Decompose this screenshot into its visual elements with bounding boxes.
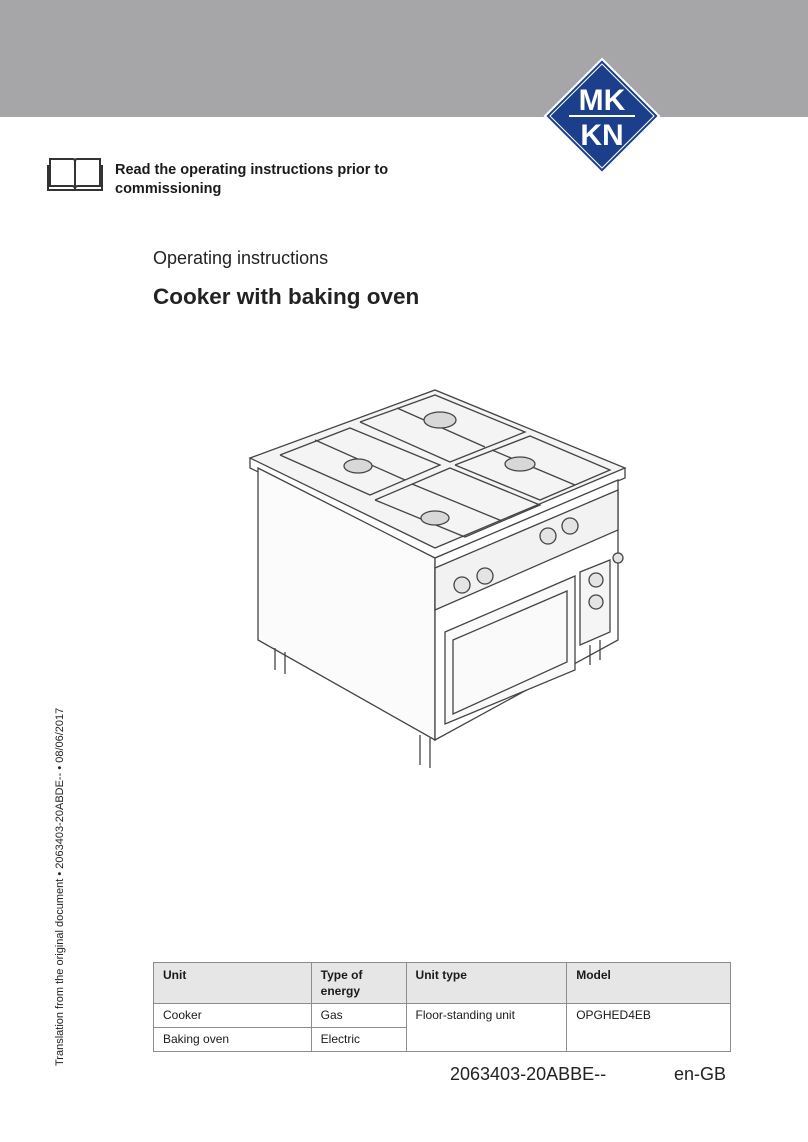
cell-unit: Baking oven — [153, 1027, 312, 1052]
translation-note: Translation from the original document •… — [54, 707, 66, 1066]
unit-specification-table: Unit Type of energy Unit type Model Cook… — [153, 962, 731, 1052]
language-code: en-GB — [674, 1064, 727, 1084]
header-type-of-energy: Type of energy — [310, 962, 407, 1004]
read-instructions-notice: Read the operating instructions prior to… — [47, 155, 447, 205]
header-band — [0, 0, 808, 117]
cell-energy: Electric — [310, 1027, 407, 1052]
cell-unit-type: Floor-standing unit — [405, 1003, 568, 1052]
header-unit-type: Unit type — [405, 962, 568, 1004]
table-row: Baking oven Electric — [153, 1027, 731, 1052]
cell-model: OPGHED4EB — [566, 1003, 731, 1052]
mkn-logo: MK KN — [543, 57, 661, 175]
header-model: Model — [566, 962, 731, 1004]
document-title: Cooker with baking oven — [153, 284, 420, 309]
cooker-illustration — [248, 389, 627, 768]
notice-text: Read the operating instructions prior to… — [115, 162, 389, 197]
cell-unit: Cooker — [153, 1003, 312, 1028]
header-unit: Unit — [153, 962, 312, 1004]
book-icon — [47, 158, 103, 191]
document-subtitle: Operating instructions — [153, 248, 329, 268]
table-header-row: Unit Type of energy Unit type Model — [153, 962, 731, 1004]
cell-energy: Gas — [310, 1003, 407, 1028]
logo-line-2: KN — [580, 119, 623, 152]
table-row: Cooker Gas Floor-standing unit OPGHED4EB — [153, 1003, 731, 1052]
logo-line-1: MK — [579, 84, 626, 117]
document-number: 2063403-20ABBE-- — [450, 1064, 607, 1084]
